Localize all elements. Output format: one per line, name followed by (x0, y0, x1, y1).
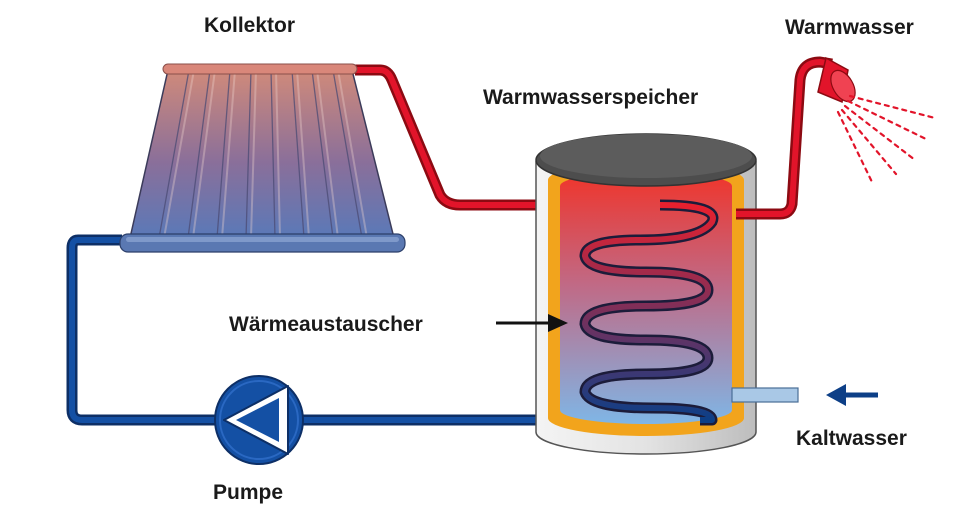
pump-label: Pumpe (213, 481, 284, 504)
arrow-left-icon (826, 384, 878, 406)
cold-water-label: Kaltwasser (796, 427, 907, 450)
shower-head-icon (817, 56, 937, 184)
collector-label: Kollektor (204, 14, 296, 37)
storage-tank-label: Warmwasserspeicher (483, 86, 699, 109)
pump-icon (214, 375, 304, 465)
arrow-right-icon (496, 314, 568, 332)
heat-exchanger-label: Wärmeaustauscher (229, 313, 423, 336)
heat-exchanger-coil (579, 199, 719, 426)
cold-water-inlet-pipe (731, 387, 799, 403)
hot-water-label: Warmwasser (785, 16, 914, 39)
solar-collector (119, 63, 406, 253)
cold-return-pipe (66, 234, 215, 426)
